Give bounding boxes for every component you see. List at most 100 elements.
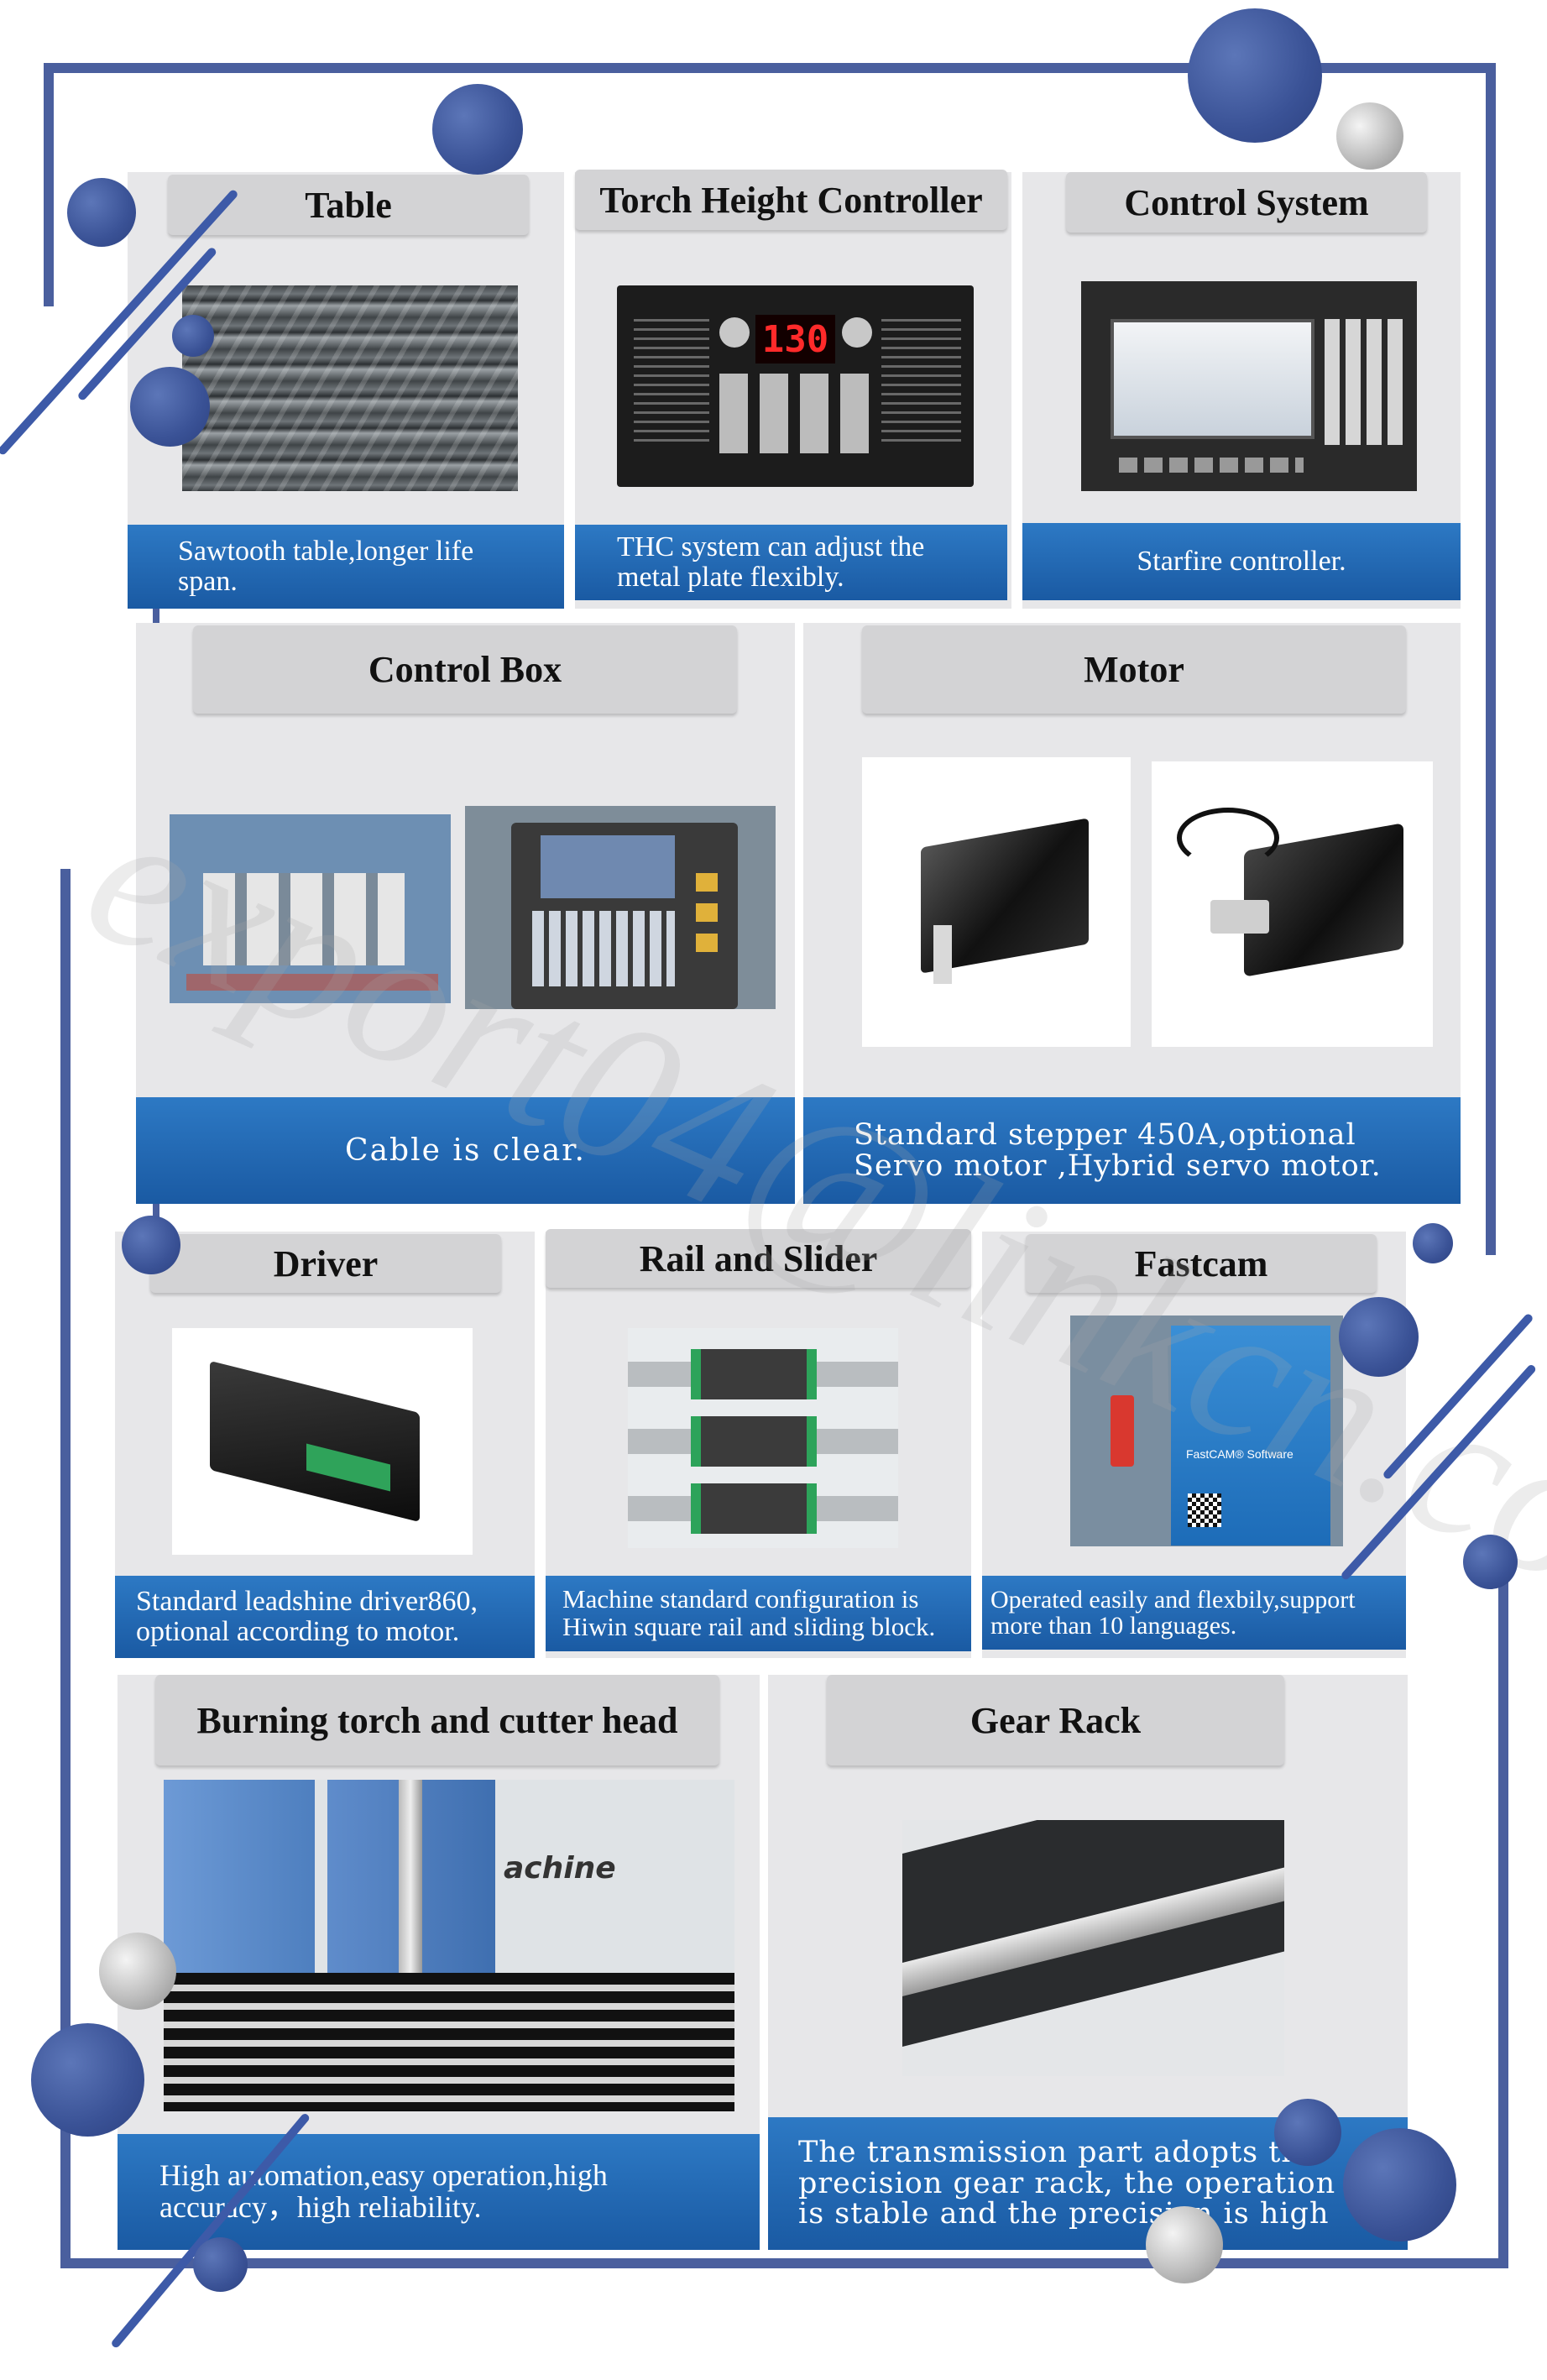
fastcam-package: FastCAM® Software bbox=[1171, 1326, 1330, 1546]
section-driver: Driver Standard leadshine driver860, opt… bbox=[115, 1232, 535, 1658]
caption-line-1: Sawtooth table,longer life bbox=[178, 536, 474, 568]
caption-line-1: Standard stepper 450A,optional bbox=[854, 1117, 1356, 1152]
panel-screen bbox=[541, 835, 675, 898]
thc-knob-left bbox=[719, 317, 750, 348]
frame-right-lower bbox=[1498, 1566, 1508, 2268]
section-burning-torch: Burning torch and cutter head achine Hig… bbox=[118, 1675, 760, 2250]
caption-line-2: optional according to motor. bbox=[136, 1616, 460, 1647]
caption-line-1: Cable is clear. bbox=[345, 1132, 586, 1168]
torch-head-image: achine bbox=[164, 1780, 734, 2111]
section-torch-height-controller: Torch Height Controller 130 THC system c… bbox=[575, 170, 1011, 609]
section-title: Motor bbox=[862, 625, 1406, 714]
decor-circle bbox=[1413, 1223, 1453, 1263]
thc-display: 130 bbox=[755, 315, 835, 364]
slider-block bbox=[691, 1416, 817, 1467]
caption-line-1: Standard leadshine driver860, bbox=[136, 1586, 478, 1618]
decor-circle bbox=[1463, 1535, 1518, 1589]
thc-knob-right bbox=[842, 317, 872, 348]
section-title: Torch Height Controller bbox=[575, 170, 1007, 230]
rail-slider-image bbox=[628, 1328, 898, 1548]
section-caption: THC system can adjust the metal plate fl… bbox=[575, 525, 1007, 600]
section-caption: Machine standard configuration is Hiwin … bbox=[546, 1576, 971, 1651]
caption-line-2: metal plate flexibly. bbox=[617, 562, 844, 593]
thc-text-panel bbox=[881, 319, 961, 445]
decor-circle bbox=[1343, 2128, 1456, 2241]
controller-keypad bbox=[1325, 319, 1409, 445]
decor-circle bbox=[1188, 8, 1322, 143]
section-caption: High automation,easy operation,high accu… bbox=[118, 2134, 760, 2250]
caption-line-2: Hiwin square rail and sliding block. bbox=[562, 1612, 936, 1641]
section-title: Rail and Slider bbox=[546, 1229, 971, 1288]
decor-circle bbox=[1274, 2099, 1341, 2166]
sawtooth-slats bbox=[164, 1973, 734, 2111]
controller-function-keys bbox=[1119, 458, 1304, 473]
decor-gray-circle bbox=[1146, 2206, 1223, 2283]
driver-body bbox=[210, 1360, 420, 1523]
decor-gray-circle bbox=[1336, 102, 1403, 170]
caption-line-2: more than 10 languages. bbox=[990, 1612, 1237, 1640]
decor-circle bbox=[122, 1216, 180, 1274]
frame-top bbox=[44, 63, 1492, 73]
caption-line-1: Operated easily and flexbily,support bbox=[990, 1585, 1356, 1614]
panel-buttons bbox=[696, 873, 718, 957]
frame-left-upper bbox=[44, 63, 54, 306]
gear-rack-image bbox=[902, 1820, 1284, 2076]
wiring-modules bbox=[203, 873, 405, 965]
decor-circle bbox=[432, 84, 523, 175]
decor-gray-circle bbox=[99, 1933, 176, 2010]
thc-buttons bbox=[719, 374, 870, 453]
section-title: Driver bbox=[150, 1234, 501, 1293]
controller-screen bbox=[1111, 319, 1314, 439]
control-box-wiring-image bbox=[170, 814, 451, 1003]
section-caption: Sawtooth table,longer life span. bbox=[128, 525, 564, 609]
fastcam-package-label: FastCAM® Software bbox=[1186, 1447, 1294, 1461]
qr-code bbox=[1188, 1493, 1221, 1527]
caption-line-1: THC system can adjust the bbox=[617, 531, 925, 563]
caption-line-1: Machine standard configuration is bbox=[562, 1584, 919, 1614]
driver-image bbox=[172, 1328, 473, 1555]
section-title: Control Box bbox=[193, 625, 737, 714]
caption-line-2: precision gear rack, the operation bbox=[798, 2166, 1336, 2200]
panel-keys bbox=[532, 911, 675, 986]
decor-circle bbox=[193, 2237, 248, 2292]
table-zigzag-pattern bbox=[182, 285, 518, 491]
section-title: Fastcam bbox=[1026, 1234, 1377, 1293]
sawtooth-table-image bbox=[182, 285, 518, 491]
section-fastcam: Fastcam FastCAM® Software Operated easil… bbox=[982, 1232, 1406, 1658]
caption-line-1: The transmission part adopts the bbox=[798, 2135, 1320, 2169]
thc-text-panel bbox=[634, 319, 709, 445]
starfire-controller-image bbox=[1081, 281, 1417, 491]
machine-label: achine bbox=[504, 1851, 616, 1886]
frame-right-upper bbox=[1486, 63, 1496, 1255]
section-title: Table bbox=[168, 175, 529, 235]
decor-circle bbox=[172, 315, 214, 357]
usb-dongle bbox=[1111, 1395, 1134, 1467]
fastcam-image: FastCAM® Software bbox=[1070, 1316, 1343, 1546]
servo-shaft bbox=[1210, 900, 1269, 934]
frame-bottom bbox=[60, 2258, 1508, 2268]
section-control-system: Control System Starfire controller. bbox=[1022, 172, 1461, 609]
section-rail-slider: Rail and Slider Machine standard configu… bbox=[546, 1229, 971, 1658]
caption-line-1: High automation,easy operation,high bbox=[159, 2158, 608, 2193]
decor-circle bbox=[31, 2023, 144, 2137]
section-motor: Motor Standard stepper 450A,optional Ser… bbox=[803, 623, 1461, 1204]
caption-line-2: Servo motor ,Hybrid servo motor. bbox=[854, 1148, 1382, 1183]
section-caption: Standard leadshine driver860, optional a… bbox=[115, 1576, 535, 1658]
section-title: Burning torch and cutter head bbox=[155, 1675, 719, 1765]
thc-device-image: 130 bbox=[617, 285, 974, 487]
section-caption: Standard stepper 450A,optional Servo mot… bbox=[803, 1097, 1461, 1204]
decor-circle bbox=[130, 367, 210, 447]
caption-line-2: span. bbox=[178, 566, 238, 597]
servo-motor-image bbox=[1152, 761, 1433, 1047]
section-title: Control System bbox=[1066, 172, 1427, 233]
section-caption: Cable is clear. bbox=[136, 1097, 795, 1204]
stepper-motor-image bbox=[862, 757, 1131, 1047]
caption-line-2: accuracy，high reliability. bbox=[159, 2190, 482, 2224]
section-table: Table Sawtooth table,longer life span. bbox=[128, 172, 564, 609]
decor-circle bbox=[1339, 1297, 1419, 1377]
caption-line-3: is stable and the precision is high bbox=[798, 2197, 1330, 2231]
servo-cable bbox=[1177, 808, 1279, 868]
caption-line-1: Starfire controller. bbox=[1137, 546, 1346, 578]
section-caption: Starfire controller. bbox=[1022, 523, 1461, 600]
section-control-box: Control Box Cable is clear. bbox=[136, 623, 795, 1204]
